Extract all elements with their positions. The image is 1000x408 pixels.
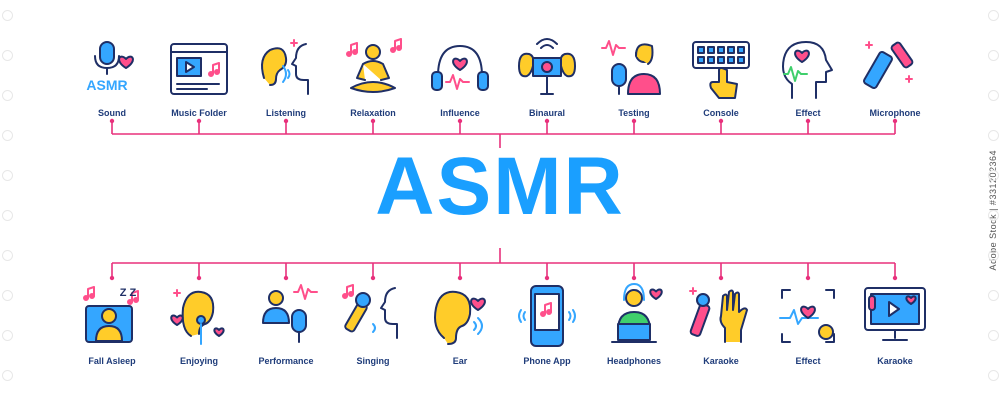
binaural-ears-microphone-icon bbox=[511, 34, 583, 106]
item-label: Singing bbox=[356, 356, 390, 366]
icon-badge-text: Z Z bbox=[120, 287, 137, 299]
top-connector-node bbox=[370, 118, 376, 124]
karaoke-hand-microphone-icon bbox=[685, 280, 757, 352]
icon-badge-text: ASMR bbox=[86, 77, 127, 93]
top-connector-node bbox=[109, 118, 115, 124]
watermark-tile bbox=[988, 370, 999, 381]
item-label: Headphones bbox=[606, 356, 661, 366]
microphone-stick-icon bbox=[859, 34, 931, 106]
page-title: ASMR bbox=[375, 141, 625, 232]
item-label: Phone App bbox=[523, 356, 571, 366]
watermark-strip-left bbox=[0, 0, 14, 408]
console-keypad-hand-icon bbox=[685, 34, 757, 106]
item-label: Effect bbox=[795, 108, 821, 118]
woman-microphone-testing-icon bbox=[598, 34, 670, 106]
top-connector-node bbox=[196, 118, 202, 124]
item-label: Karaoke bbox=[703, 356, 739, 366]
head-heart-pulse-icon bbox=[772, 34, 844, 106]
item-label: Testing bbox=[618, 108, 650, 118]
watermark-tile bbox=[988, 330, 999, 341]
bottom-connector-node bbox=[370, 275, 376, 281]
item-label: Listening bbox=[266, 108, 306, 118]
watermark-tile bbox=[2, 90, 13, 101]
watermark-tile bbox=[2, 370, 13, 381]
top-connector-node bbox=[283, 118, 289, 124]
watermark-tile bbox=[988, 290, 999, 301]
bottom-connector-node bbox=[109, 275, 115, 281]
headphones-heart-icon bbox=[424, 34, 496, 106]
item-label: Karaoke bbox=[877, 356, 913, 366]
bottom-connector-node bbox=[196, 275, 202, 281]
singing-face-microphone-icon bbox=[337, 280, 409, 352]
bottom-connector-node bbox=[544, 275, 550, 281]
top-connector-node bbox=[718, 118, 724, 124]
item-label: Music Folder bbox=[171, 108, 227, 118]
item-label: Effect bbox=[795, 356, 821, 366]
watermark-strip-right: Adobe Stock | #331202364 bbox=[986, 0, 1000, 408]
bottom-connector-node bbox=[631, 275, 637, 281]
top-connector-node bbox=[457, 118, 463, 124]
watermark-tile bbox=[2, 10, 13, 21]
music-folder-window-icon bbox=[163, 34, 235, 106]
watermark-tile bbox=[2, 130, 13, 141]
top-connector-node bbox=[544, 118, 550, 124]
bottom-connector-node bbox=[805, 275, 811, 281]
item-label: Enjoying bbox=[180, 356, 218, 366]
item-label: Relaxation bbox=[350, 108, 396, 118]
item-label: Influence bbox=[440, 108, 480, 118]
watermark-tile bbox=[2, 330, 13, 341]
monitor-karaoke-icon bbox=[859, 280, 931, 352]
item-label: Fall Asleep bbox=[88, 356, 136, 366]
asmr-microphone-heart-icon: ASMR bbox=[76, 34, 148, 106]
ear-listening-face-icon bbox=[250, 34, 322, 106]
bottom-connector-node bbox=[457, 275, 463, 281]
top-connector-node bbox=[892, 118, 898, 124]
frame-heart-pulse-icon bbox=[772, 280, 844, 352]
sleeping-person-notes-icon: Z Z bbox=[76, 280, 148, 352]
item-label: Performance bbox=[258, 356, 314, 366]
person-headphones-laptop-icon bbox=[598, 280, 670, 352]
watermark-tile bbox=[2, 250, 13, 261]
item-label: Sound bbox=[98, 108, 126, 118]
bottom-connector-node bbox=[283, 275, 289, 281]
watermark-tile bbox=[988, 90, 999, 101]
watermark-tile bbox=[988, 130, 999, 141]
watermark-tile bbox=[988, 250, 999, 261]
watermark-tile bbox=[2, 290, 13, 301]
item-label: Console bbox=[703, 108, 739, 118]
phone-app-music-icon bbox=[511, 280, 583, 352]
performer-microphone-icon bbox=[250, 280, 322, 352]
watermark-tile bbox=[2, 170, 13, 181]
top-connector-node bbox=[805, 118, 811, 124]
bottom-connector-node bbox=[718, 275, 724, 281]
ear-earphone-hearts-icon bbox=[163, 280, 235, 352]
item-label: Ear bbox=[452, 356, 468, 366]
ear-heart-waves-icon bbox=[424, 280, 496, 352]
meditation-person-notes-icon bbox=[337, 34, 409, 106]
watermark-tile bbox=[2, 210, 13, 221]
watermark-tile bbox=[988, 210, 999, 221]
watermark-tile bbox=[2, 50, 13, 61]
item-label: Microphone bbox=[869, 108, 921, 118]
watermark-tile bbox=[988, 50, 999, 61]
item-label: Binaural bbox=[528, 108, 565, 118]
top-connector-node bbox=[631, 118, 637, 124]
bottom-connector-node bbox=[892, 275, 898, 281]
watermark-tile bbox=[988, 170, 999, 181]
watermark-tile bbox=[988, 10, 999, 21]
